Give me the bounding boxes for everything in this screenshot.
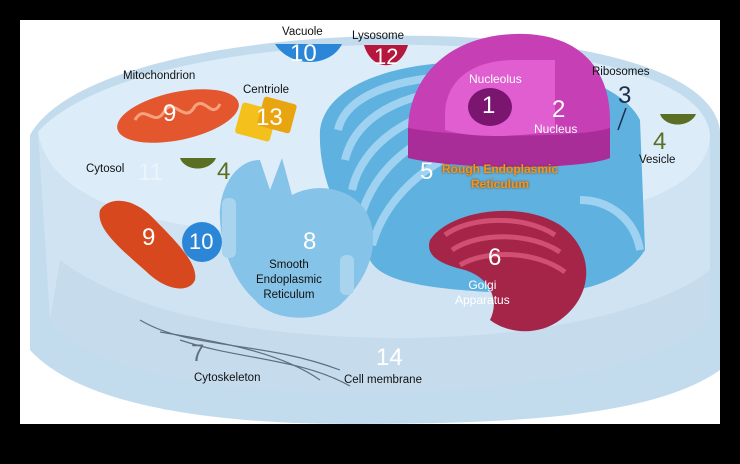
vacuole-label: Vacuole — [282, 26, 323, 38]
ribosomes-label: Ribosomes — [592, 66, 650, 78]
number-cytosol: 11 — [138, 159, 163, 186]
nucleus-label: Nucleus — [534, 122, 578, 136]
number-rough-er: 5 — [420, 158, 434, 185]
vesicle-right-shape — [660, 114, 696, 125]
centriole-label: Centriole — [243, 84, 290, 96]
lysosome-shape — [364, 45, 408, 66]
mitochondrion-top-shape — [117, 89, 239, 143]
number-golgi: 6 — [488, 244, 502, 271]
number-nucleus: 2 — [552, 96, 566, 123]
number-vacuole-bottom: 10 — [189, 229, 214, 254]
vacuole-bottom-shape — [182, 222, 222, 262]
vesicle-label: Vesicle — [639, 154, 676, 166]
number-lysosome: 12 — [374, 44, 399, 69]
number-centriole: 13 — [256, 104, 283, 131]
number-nucleolus: 1 — [482, 92, 496, 119]
nucleus-shape — [408, 33, 610, 167]
number-cell-membrane: 14 — [376, 344, 403, 371]
number-vesicle-left: 4 — [217, 158, 231, 185]
mitochondrion-label: Mitochondrion — [123, 70, 196, 82]
cell-diagram: Vacuole Lysosome Mitochondrion Centriole… — [20, 20, 720, 424]
mitochondrion-bottom-shape — [99, 200, 196, 289]
golgi-shape — [429, 210, 587, 332]
rough-er-label: Rough Endoplasmic Reticulum — [442, 162, 559, 191]
cell-illustration — [30, 33, 720, 424]
smooth-er-label: Smooth Endoplasmic Reticulum — [256, 259, 322, 301]
nucleolus-label: Nucleolus — [469, 72, 522, 86]
centriole-shape — [235, 96, 297, 142]
number-smooth-er: 8 — [303, 228, 317, 255]
number-mitochondrion-bottom: 9 — [142, 224, 156, 251]
cut-face-shade — [50, 260, 710, 392]
number-vesicle-right: 4 — [653, 128, 667, 155]
smooth-er-shape — [219, 158, 374, 318]
ribosome-pointer — [617, 107, 627, 131]
lysosome-label: Lysosome — [352, 30, 404, 42]
number-vacuole-top: 10 — [290, 40, 317, 67]
number-cytoskeleton: 7 — [191, 340, 205, 367]
vacuole-top-shape — [275, 44, 342, 62]
golgi-label: Golgi Apparatus — [455, 278, 510, 307]
cell-membrane-label: Cell membrane — [344, 374, 422, 386]
cytosol-label: Cytosol — [86, 163, 125, 175]
cytoskeleton-fibers — [139, 319, 351, 387]
vesicle-left-shape — [180, 158, 216, 169]
number-ribosomes: 3 — [618, 82, 632, 109]
cytoskeleton-label: Cytoskeleton — [194, 372, 261, 384]
number-mitochondrion-top: 9 — [163, 100, 177, 127]
